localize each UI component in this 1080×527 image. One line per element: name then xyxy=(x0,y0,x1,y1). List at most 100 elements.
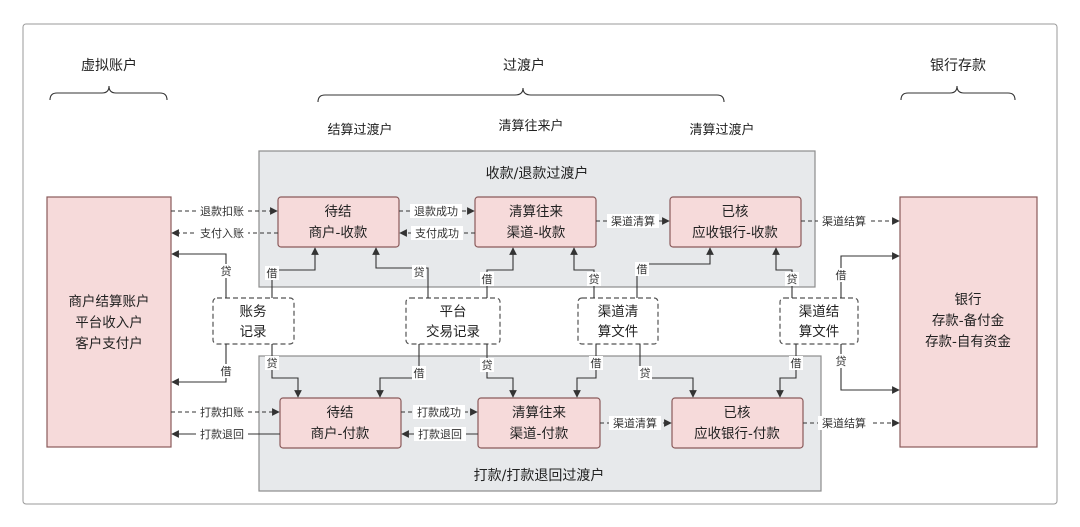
edge-payout-return-mid: 打款退回 xyxy=(401,427,478,441)
brace-transit xyxy=(317,87,725,103)
edge-settle-credit-bank-bottom: 贷 xyxy=(834,344,900,394)
header-settle-left: 结算过渡户 xyxy=(327,122,392,138)
panel-top-title: 收款/退款过渡户 xyxy=(486,165,589,182)
svg-text:贷: 贷 xyxy=(640,366,651,380)
record-platform-line-1: 平台 xyxy=(440,304,467,320)
svg-text:贷: 贷 xyxy=(787,272,798,286)
record-channel-clearing-box xyxy=(577,297,659,345)
header-settle-right: 清算过渡户 xyxy=(689,122,754,138)
svg-text:渠道清算: 渠道清算 xyxy=(613,416,657,430)
svg-text:渠道结算: 渠道结算 xyxy=(822,214,866,228)
edge-account-credit-left: 贷 xyxy=(171,250,233,298)
svg-text:贷: 贷 xyxy=(414,265,425,279)
brace-virtual xyxy=(49,85,168,101)
svg-text:借: 借 xyxy=(637,263,648,276)
record-channel-settle-line-2: 算文件 xyxy=(799,324,840,340)
record-account-line-2: 记录 xyxy=(240,324,267,340)
header-clearing: 清算往来户 xyxy=(498,118,563,134)
bank-account-line-3: 存款-自有资金 xyxy=(925,334,1011,350)
bank-account-line-1: 银行 xyxy=(955,292,982,308)
svg-text:借: 借 xyxy=(482,273,493,286)
record-channel-clearing-line-2: 算文件 xyxy=(598,324,639,340)
left-account-line-1: 商户结算账户 xyxy=(69,293,150,310)
bottom-bank-line-2: 应收银行-付款 xyxy=(694,425,780,442)
left-account-box xyxy=(46,196,172,448)
top-channel-box xyxy=(474,196,597,248)
top-merchant-box xyxy=(277,196,400,248)
header-bank: 银行存款 xyxy=(930,58,986,74)
svg-text:借: 借 xyxy=(267,267,278,280)
svg-text:退款成功: 退款成功 xyxy=(414,204,458,218)
edge-bottom-channel-settle: 渠道结算 xyxy=(803,416,900,430)
record-channel-settle-box xyxy=(779,297,859,345)
svg-text:渠道清算: 渠道清算 xyxy=(611,214,655,228)
svg-text:支付成功: 支付成功 xyxy=(415,227,459,240)
svg-text:贷: 贷 xyxy=(267,356,278,370)
edge-pay-success: 支付成功 xyxy=(399,226,475,240)
header-transit: 过渡户 xyxy=(503,57,545,74)
edge-platform-debit-bottom: 借 xyxy=(376,344,426,398)
svg-text:打款退回: 打款退回 xyxy=(200,427,244,441)
svg-text:贷: 贷 xyxy=(836,354,847,368)
record-platform-line-2: 交易记录 xyxy=(426,323,480,340)
brace-bank xyxy=(900,85,1016,101)
svg-text:借: 借 xyxy=(791,357,802,370)
svg-text:打款退回: 打款退回 xyxy=(418,427,462,441)
top-bank-line-2: 应收银行-收款 xyxy=(692,224,778,241)
top-bank-line-1: 已核 xyxy=(722,204,749,220)
left-account-line-3: 客户支付户 xyxy=(75,335,143,352)
record-platform-box xyxy=(405,297,501,345)
svg-text:渠道结算: 渠道结算 xyxy=(822,416,866,430)
top-merchant-line-1: 待结 xyxy=(325,204,352,220)
bottom-bank-line-1: 已核 xyxy=(724,405,751,421)
edge-top-channel-clearing: 渠道清算 xyxy=(596,214,670,228)
edge-clearing-credit-top: 贷 xyxy=(570,247,601,298)
svg-text:支付入账: 支付入账 xyxy=(200,227,244,240)
edge-payout-debit: 打款扣账 xyxy=(171,405,280,419)
left-account-line-2: 平台收入户 xyxy=(75,314,143,331)
edge-account-debit-top: 借 xyxy=(265,247,319,298)
bottom-merchant-line-2: 商户-付款 xyxy=(311,425,370,442)
svg-text:退款扣账: 退款扣账 xyxy=(200,204,244,218)
edge-clearing-debit-top: 借 xyxy=(635,247,714,298)
edge-refund-success: 退款成功 xyxy=(399,204,475,218)
edge-settle-credit-top: 贷 xyxy=(772,247,799,298)
edge-clearing-credit-bottom: 贷 xyxy=(638,344,697,398)
edge-refund-debit: 退款扣账 xyxy=(171,204,278,218)
edge-bottom-channel-clearing: 渠道清算 xyxy=(600,416,672,430)
bank-account-box xyxy=(899,196,1038,448)
svg-text:借: 借 xyxy=(591,357,602,370)
svg-text:借: 借 xyxy=(836,269,847,282)
edge-top-channel-settle: 渠道结算 xyxy=(801,214,900,228)
svg-text:借: 借 xyxy=(221,365,232,378)
svg-text:贷: 贷 xyxy=(482,358,493,372)
bottom-channel-line-2: 渠道-付款 xyxy=(510,426,569,442)
svg-text:借: 借 xyxy=(414,367,425,380)
record-channel-clearing-line-1: 渠道清 xyxy=(598,304,639,320)
bottom-channel-line-1: 清算往来 xyxy=(512,405,566,421)
svg-text:打款扣账: 打款扣账 xyxy=(200,405,244,419)
top-channel-line-1: 清算往来 xyxy=(509,204,563,220)
header-virtual: 虚拟账户 xyxy=(81,57,137,74)
bottom-merchant-box xyxy=(279,397,402,449)
edge-clearing-debit-bottom: 借 xyxy=(573,344,603,398)
svg-text:贷: 贷 xyxy=(589,272,600,286)
top-merchant-line-2: 商户-收款 xyxy=(309,224,368,241)
edge-account-credit-bottom: 贷 xyxy=(265,344,302,398)
record-account-box xyxy=(212,297,295,345)
edge-payout-return-left: 打款退回 xyxy=(171,427,280,441)
panel-bottom-title: 打款/打款退回过渡户 xyxy=(474,467,605,484)
edge-pay-in: 支付入账 xyxy=(171,226,278,240)
bank-account-line-2: 存款-备付金 xyxy=(932,312,1005,329)
edge-platform-credit-bottom: 贷 xyxy=(480,344,517,398)
record-account-line-1: 账务 xyxy=(240,304,267,320)
edge-payout-success: 打款成功 xyxy=(401,405,478,419)
top-bank-box xyxy=(669,196,802,248)
svg-text:贷: 贷 xyxy=(221,264,232,278)
edge-platform-credit-top: 贷 xyxy=(372,247,429,298)
top-channel-line-2: 渠道-收款 xyxy=(507,225,566,241)
edge-settle-debit-bank-top: 借 xyxy=(834,252,900,298)
svg-text:打款成功: 打款成功 xyxy=(417,405,461,419)
